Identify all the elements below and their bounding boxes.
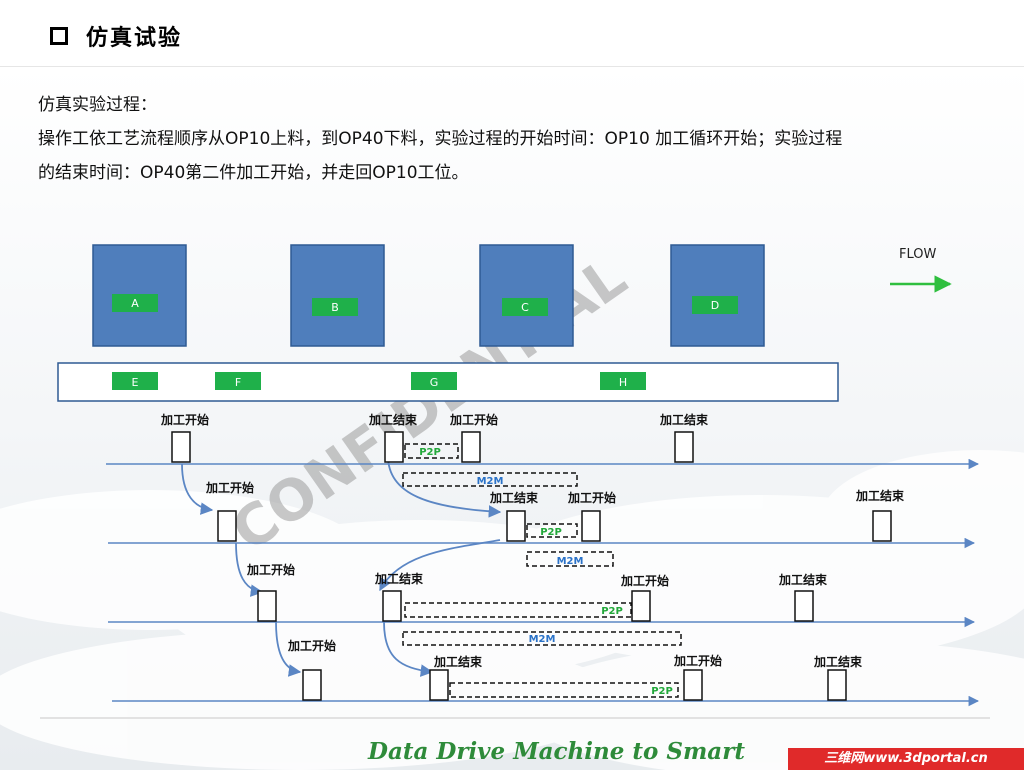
part-box xyxy=(683,669,703,701)
part-box xyxy=(384,431,404,463)
machine-d: D xyxy=(670,244,765,347)
start-label: 加工开始 xyxy=(673,653,722,668)
end-label: 加工结束 xyxy=(433,654,483,669)
part-box xyxy=(382,590,402,622)
m2m-interval xyxy=(402,472,578,487)
transition-arrow xyxy=(379,539,501,592)
p2p-tag: P2P xyxy=(419,447,441,458)
start-label: 加工开始 xyxy=(205,480,254,495)
end-label: 加工结束 xyxy=(659,412,709,427)
machine-label: C xyxy=(521,301,529,314)
part-box xyxy=(171,431,191,463)
intro-line: 的结束时间：OP40第二件加工开始，并走回OP10工位。 xyxy=(38,163,469,183)
end-label: 加工结束 xyxy=(368,412,418,427)
part-box xyxy=(257,590,277,622)
end-label: 加工结束 xyxy=(813,654,863,669)
part-box xyxy=(631,590,651,622)
transition-arrow xyxy=(383,621,434,677)
part-box xyxy=(302,669,322,701)
end-label: 加工结束 xyxy=(855,488,905,503)
part-box xyxy=(872,510,892,542)
start-label: 加工开始 xyxy=(620,573,669,588)
transition-arrow xyxy=(387,455,502,518)
transition-arrow xyxy=(275,621,302,677)
station-label: E xyxy=(132,376,139,389)
start-label: 加工开始 xyxy=(287,638,336,653)
square-bullet-icon xyxy=(50,27,68,45)
p2p-tag: P2P xyxy=(540,527,562,538)
m2m-tag: M2M xyxy=(477,476,504,487)
intro-line: 仿真实验过程： xyxy=(38,95,157,115)
end-label: 加工结束 xyxy=(374,571,424,586)
part-box xyxy=(506,510,526,542)
page-header: 仿真试验 xyxy=(0,0,1024,67)
part-box xyxy=(461,431,481,463)
transition-arrow xyxy=(181,463,214,515)
p2p-interval xyxy=(404,602,632,618)
part-box xyxy=(827,669,847,701)
m2m-interval xyxy=(526,551,614,567)
machine-a: A xyxy=(92,244,187,347)
part-box xyxy=(217,510,237,542)
station-label: H xyxy=(619,376,627,389)
part-box xyxy=(674,431,694,463)
p2p-tag: P2P xyxy=(601,606,623,617)
p2p-interval xyxy=(404,443,459,459)
part-box xyxy=(429,669,449,701)
machine-b: B xyxy=(290,244,385,347)
start-label: 加工开始 xyxy=(246,562,295,577)
m2m-interval xyxy=(402,631,682,646)
intro-text: 仿真实验过程： 操作工依工艺流程顺序从OP10上料，到OP40下料，实验过程的开… xyxy=(38,88,998,190)
machine-c: C xyxy=(479,244,574,347)
station-label: F xyxy=(235,376,241,389)
page-title: 仿真试验 xyxy=(86,25,183,51)
machine-label: B xyxy=(331,301,339,314)
conveyor: E F G H xyxy=(57,362,839,402)
start-label: 加工开始 xyxy=(567,490,616,505)
p2p-tag: P2P xyxy=(651,686,673,697)
machine-label: D xyxy=(711,299,719,312)
confidential-watermark: CONFIDENTIAL xyxy=(221,245,639,565)
start-label: 加工开始 xyxy=(160,412,209,427)
p2p-interval xyxy=(526,523,578,538)
station-label: G xyxy=(430,376,439,389)
intro-line: 操作工依工艺流程顺序从OP10上料，到OP40下料，实验过程的开始时间：OP10… xyxy=(38,129,843,149)
footer-slogan: Data Drive Machine to Smart xyxy=(368,738,745,765)
p2p-interval xyxy=(449,682,679,698)
end-label: 加工结束 xyxy=(778,572,828,587)
site-watermark: 三维网www.3dportal.cn xyxy=(788,748,1024,770)
start-label: 加工开始 xyxy=(449,412,498,427)
end-label: 加工结束 xyxy=(489,490,539,505)
machine-label: A xyxy=(131,297,139,310)
part-box xyxy=(581,510,601,542)
part-box xyxy=(794,590,814,622)
m2m-tag: M2M xyxy=(529,634,556,645)
m2m-tag: M2M xyxy=(557,556,584,567)
flow-label: FLOW xyxy=(899,247,936,262)
